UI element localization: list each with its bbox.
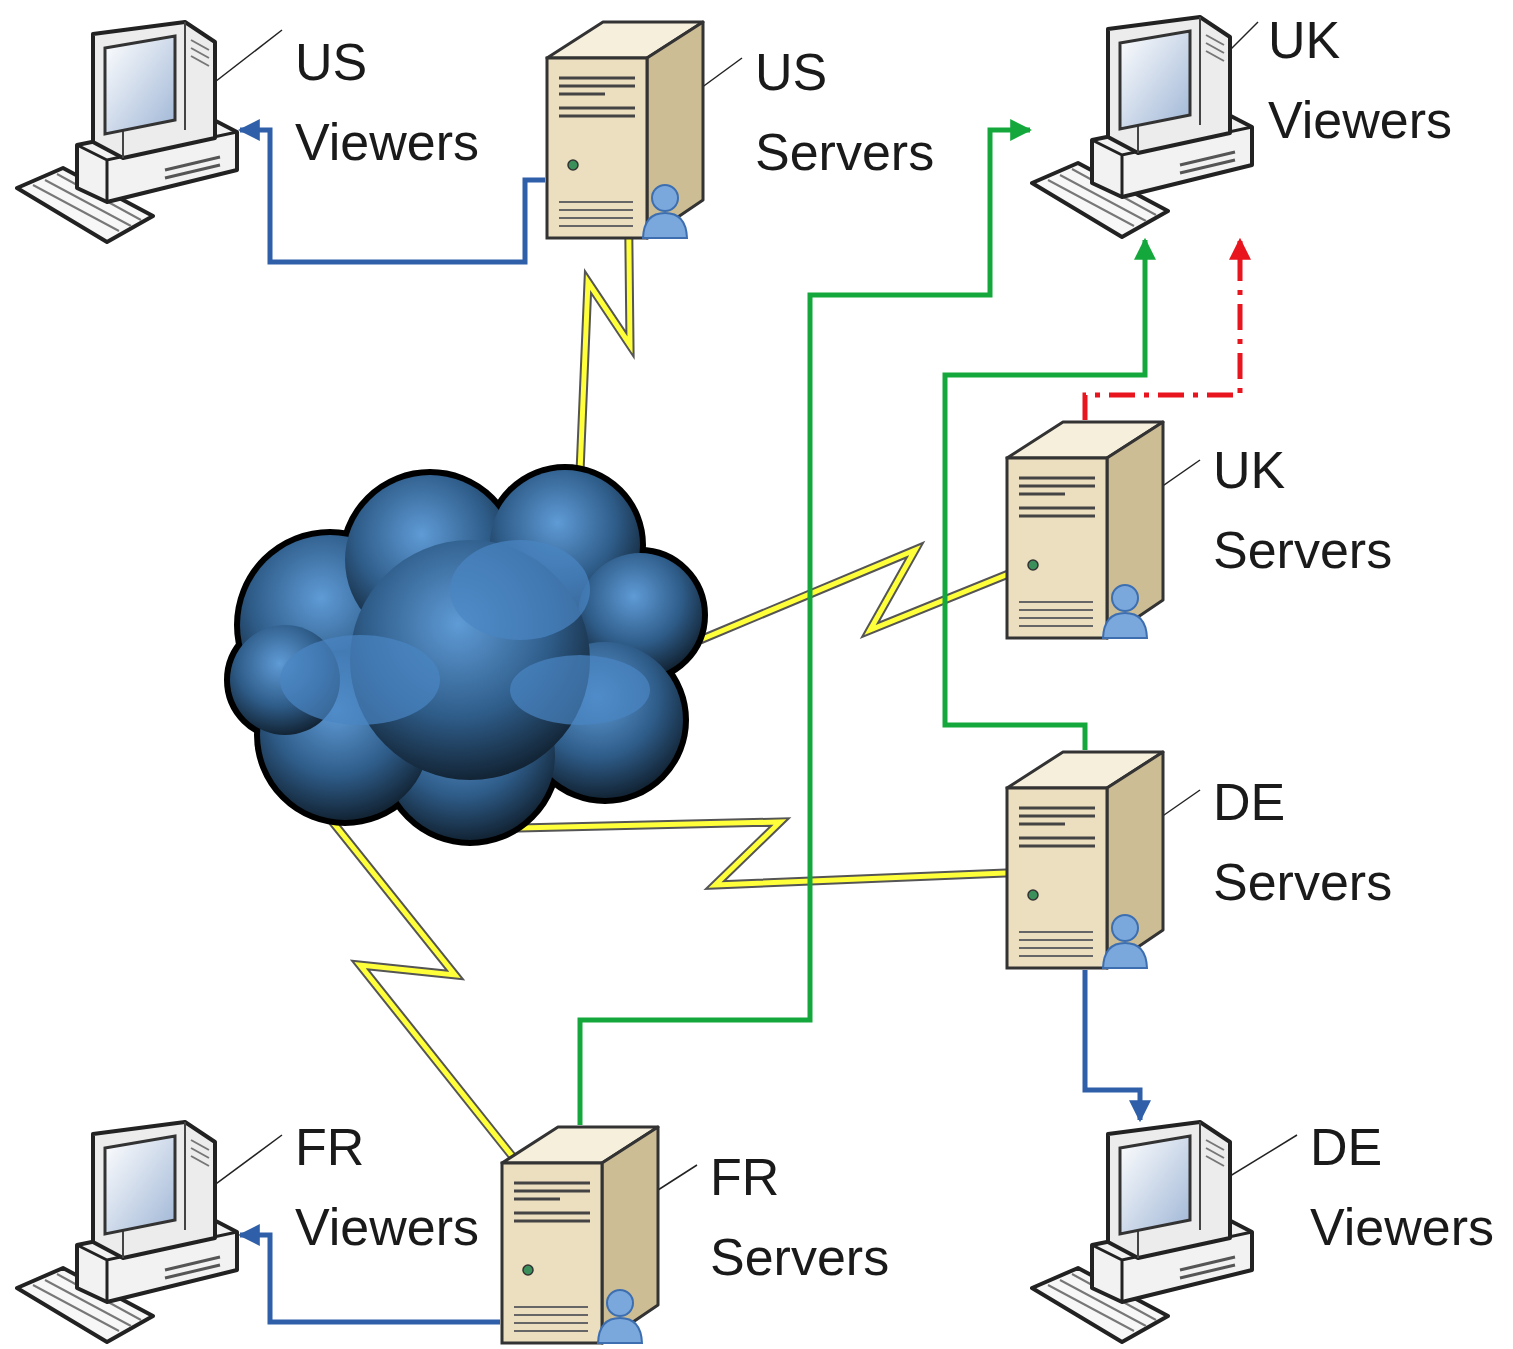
lightning-link — [430, 822, 1080, 885]
viewer-computer: UK Viewers — [1030, 15, 1255, 240]
node-label: US Servers — [755, 32, 934, 192]
computer-icon — [1030, 15, 1255, 240]
internet-cloud — [230, 470, 702, 840]
viewer-computer: DE Viewers — [1030, 1120, 1255, 1345]
server-icon — [1007, 752, 1163, 968]
server-icon — [547, 22, 703, 238]
node-label: DE Servers — [1213, 762, 1392, 922]
computer-icon — [15, 20, 240, 245]
node-label: UK Viewers — [1268, 0, 1452, 160]
server-icon — [502, 1127, 658, 1343]
lightning-link — [430, 822, 1080, 885]
server-tower: UK Servers — [1005, 420, 1165, 640]
viewer-computer: US Viewers — [15, 20, 240, 245]
computer-icon — [1032, 17, 1252, 237]
server-icon — [500, 1125, 660, 1345]
viewer-computer: FR Viewers — [15, 1120, 240, 1345]
node-label: FR Servers — [710, 1137, 889, 1297]
node-label: DE Viewers — [1310, 1107, 1494, 1267]
server-icon — [1007, 422, 1163, 638]
server-icon — [1005, 420, 1165, 640]
server-tower: DE Servers — [1005, 750, 1165, 970]
server-icon — [1005, 750, 1165, 970]
computer-icon — [1030, 1120, 1255, 1345]
server-tower: US Servers — [545, 20, 705, 240]
lightning-link — [235, 160, 1080, 1235]
stream-route — [1085, 970, 1140, 1120]
computer-icon — [17, 1122, 237, 1342]
computer-icon — [1032, 1122, 1252, 1342]
stream-route — [1085, 240, 1240, 420]
server-tower: FR Servers — [500, 1125, 660, 1345]
stream-route — [580, 130, 1030, 1125]
computer-icon — [17, 22, 237, 242]
server-icon — [545, 20, 705, 240]
node-label: UK Servers — [1213, 430, 1392, 590]
node-label: US Viewers — [295, 22, 479, 182]
node-label: FR Viewers — [295, 1107, 479, 1267]
computer-icon — [15, 1120, 240, 1345]
